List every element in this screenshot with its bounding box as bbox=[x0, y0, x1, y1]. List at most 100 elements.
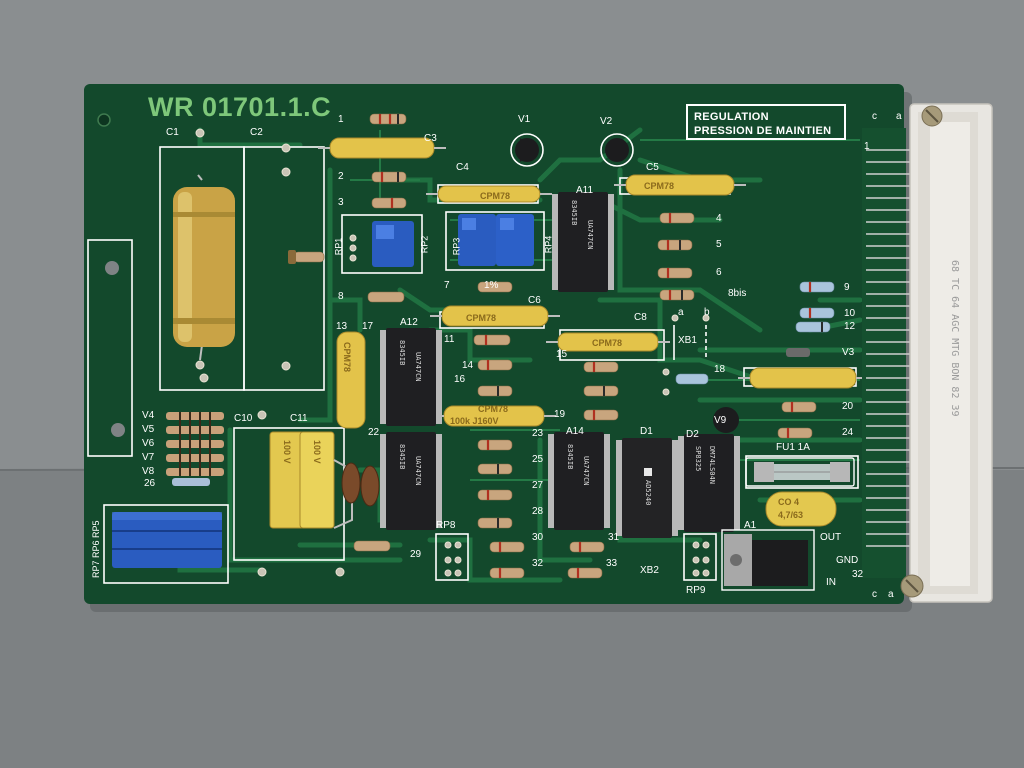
tp-11: 11 bbox=[444, 334, 455, 345]
panel-line-2: PRESSION DE MAINTIEN bbox=[694, 125, 832, 137]
tantalum-capacitors bbox=[341, 462, 380, 507]
small-diodes bbox=[288, 250, 810, 357]
tp-6: 6 bbox=[716, 267, 722, 278]
label-a14: A14 bbox=[566, 426, 584, 437]
marking-cpm-c6: CPM78 bbox=[466, 313, 497, 323]
marking-a11-ua: UA747CN bbox=[586, 220, 594, 250]
label-c1: C1 bbox=[166, 127, 179, 138]
tp-23: 23 bbox=[532, 428, 544, 439]
panel-line-1: REGULATION bbox=[694, 111, 769, 123]
marking-a12-ua: UA747CN bbox=[414, 352, 422, 382]
label-one-percent: 1% bbox=[484, 280, 499, 291]
marking-cpm-c8: CPM78 bbox=[592, 338, 623, 348]
tp-33: 33 bbox=[606, 558, 618, 569]
yellow-axial-capacitors bbox=[329, 137, 857, 429]
tp-17: 17 bbox=[362, 321, 374, 332]
label-d1: D1 bbox=[640, 426, 653, 437]
tp-1: 1 bbox=[338, 114, 344, 125]
label-col-a-top: a bbox=[896, 111, 902, 122]
marking-d2-sp: SP8325 bbox=[694, 446, 702, 472]
dip-ics bbox=[380, 192, 740, 538]
tp-10: 10 bbox=[844, 308, 856, 319]
tp-30: 30 bbox=[532, 532, 544, 543]
marking-a13-ti: 8345IB bbox=[398, 444, 406, 470]
tp-15: 15 bbox=[556, 349, 568, 360]
tp-31: 31 bbox=[608, 532, 620, 543]
marking-a11-ti: 8345IB bbox=[570, 200, 578, 226]
label-v4: V4 bbox=[142, 410, 155, 421]
label-d2: D2 bbox=[686, 429, 699, 440]
tp-13: 13 bbox=[336, 321, 348, 332]
tp-16: 16 bbox=[454, 374, 466, 385]
label-pin-1: 1 bbox=[864, 141, 870, 152]
connector-print: 68 TC 64 AGC MTG BON 82 39 bbox=[949, 260, 960, 417]
voltage-regulator-a1 bbox=[721, 529, 815, 591]
label-v5: V5 bbox=[142, 424, 155, 435]
marking-cpm-c5: CPM78 bbox=[644, 181, 675, 191]
marking-a12-ti: 8345IB bbox=[398, 340, 406, 366]
tp-20: 20 bbox=[842, 401, 854, 412]
tp-28: 28 bbox=[532, 506, 544, 517]
label-a12: A12 bbox=[400, 317, 418, 328]
label-a1: A1 bbox=[744, 520, 757, 531]
label-c11: C11 bbox=[290, 413, 308, 424]
tp-29: 29 bbox=[410, 549, 422, 560]
marking-c10: 100 V bbox=[282, 440, 292, 464]
label-rp-stack: RP7 RP6 RP5 bbox=[91, 520, 101, 578]
label-c10: C10 bbox=[234, 413, 253, 424]
marking-100k: 100k J160V bbox=[450, 416, 499, 426]
label-pin-a: a bbox=[678, 307, 684, 318]
marking-tant-1: CO 4 bbox=[778, 497, 800, 507]
label-c6: C6 bbox=[528, 295, 541, 306]
tp-5: 5 bbox=[716, 239, 722, 250]
label-v3: V3 bbox=[842, 347, 855, 358]
label-col-c-bot: c bbox=[872, 589, 877, 600]
label-xb1: XB1 bbox=[678, 335, 697, 346]
tp-12: 12 bbox=[844, 321, 856, 332]
label-rp4: RP4 bbox=[543, 235, 554, 254]
label-rp2: RP2 bbox=[419, 235, 430, 254]
label-rp8: RP8 bbox=[436, 520, 456, 531]
tp-9: 9 bbox=[844, 282, 850, 293]
marking-a13-ua: UA747CN bbox=[414, 456, 422, 486]
label-v7: V7 bbox=[142, 452, 155, 463]
label-v6: V6 bbox=[142, 438, 155, 449]
marking-tant-2: 4,7/63 bbox=[778, 510, 804, 520]
marking-cpm-c4: CPM78 bbox=[480, 191, 511, 201]
resistor-array-v4-v8 bbox=[166, 412, 224, 486]
marking-c11: 100 V bbox=[312, 440, 322, 464]
tp-18: 18 bbox=[714, 364, 726, 375]
label-c8: C8 bbox=[634, 312, 647, 323]
tp-32: 32 bbox=[532, 558, 544, 569]
label-c4: C4 bbox=[456, 162, 469, 173]
tp-14: 14 bbox=[462, 360, 474, 371]
tp-25: 25 bbox=[532, 454, 544, 465]
edge-connector bbox=[862, 103, 993, 603]
tp-26: 26 bbox=[144, 478, 156, 489]
trimmer-potentiometers bbox=[372, 214, 534, 267]
tp-4: 4 bbox=[716, 213, 722, 224]
label-col-c-top: c bbox=[872, 111, 877, 122]
film-capacitors-c10-c11 bbox=[269, 431, 353, 529]
label-c3: C3 bbox=[424, 133, 437, 144]
fuse-fu1 bbox=[745, 457, 855, 487]
label-v1: V1 bbox=[518, 114, 531, 125]
label-gnd: GND bbox=[836, 555, 859, 566]
marking-d2-74: DM74LS04N bbox=[708, 446, 716, 484]
label-pin-b: b bbox=[704, 307, 710, 318]
electrolytic-capacitor-c1 bbox=[173, 174, 235, 361]
tp-2: 2 bbox=[338, 171, 344, 182]
label-c2: C2 bbox=[250, 127, 263, 138]
panel-title-box: REGULATION PRESSION DE MAINTIEN bbox=[686, 104, 846, 140]
tp-8bis: 8bis bbox=[728, 288, 747, 299]
yellow-tantalum bbox=[765, 491, 837, 527]
tp-27: 27 bbox=[532, 480, 544, 491]
label-v8: V8 bbox=[142, 466, 155, 477]
tp-3: 3 bbox=[338, 197, 344, 208]
label-pin-32: 32 bbox=[852, 569, 864, 580]
label-xb2: XB2 bbox=[640, 565, 659, 576]
marking-cpm-c9: CPM78 bbox=[478, 404, 509, 414]
tp-7: 7 bbox=[444, 280, 450, 291]
transistors-v1-v2 bbox=[510, 133, 739, 433]
